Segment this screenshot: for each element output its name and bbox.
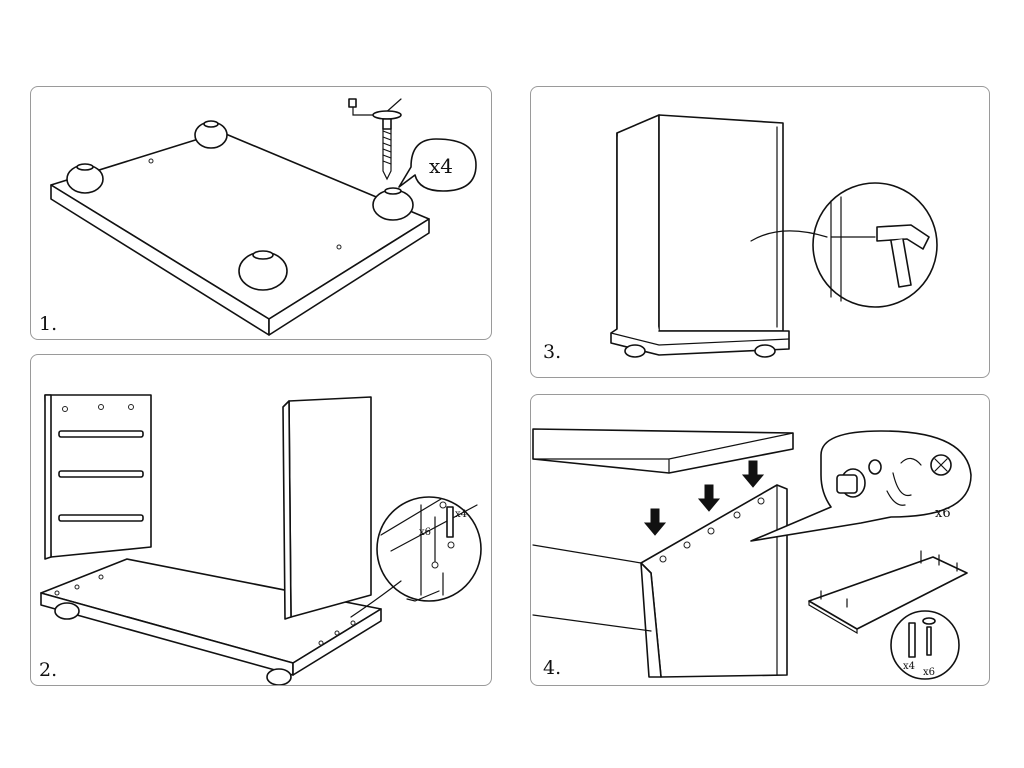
step-number-label: 3. [543,341,562,363]
down-arrow-icon [697,484,721,512]
quantity-callout: x4 [398,138,477,192]
down-arrow-icon [741,460,765,488]
cam-lock-callout: x6 [750,430,972,542]
hammer-inset [812,182,938,308]
hardware-inset: x6 x4 [376,496,482,602]
foot-icon [238,250,288,291]
dowel-count-label: x6 [419,527,431,538]
step-3-panel: 3. [530,86,990,378]
inset-count-label: x4 [903,661,915,672]
foot-icon [66,163,104,194]
cam-count-label: x4 [455,509,467,520]
inset-count-label: x6 [923,667,935,678]
step-number-label: 4. [543,657,562,679]
down-arrow-icon [643,508,667,536]
foot-icon [194,120,228,149]
step-number-label: 2. [39,659,58,681]
step-2-illustration: x6 x4 [40,394,482,685]
quantity-label: x6 [935,506,951,521]
fittings-inset: x4 x6 [890,610,960,680]
step-1-illustration: x4 [50,98,477,336]
screw-icon [348,98,402,181]
hammer-icon [876,224,930,288]
step-1-panel: x4 1. [30,86,492,340]
quantity-label: x4 [429,154,453,178]
step-3-illustration [610,114,938,358]
step-number-label: 1. [39,313,58,335]
step-2-panel: x6 x4 2. [30,354,492,686]
step-4-illustration: x6 x4 x6 [532,428,972,680]
foot-icon [372,187,414,221]
step-4-panel: x6 x4 x6 4. [530,394,990,686]
